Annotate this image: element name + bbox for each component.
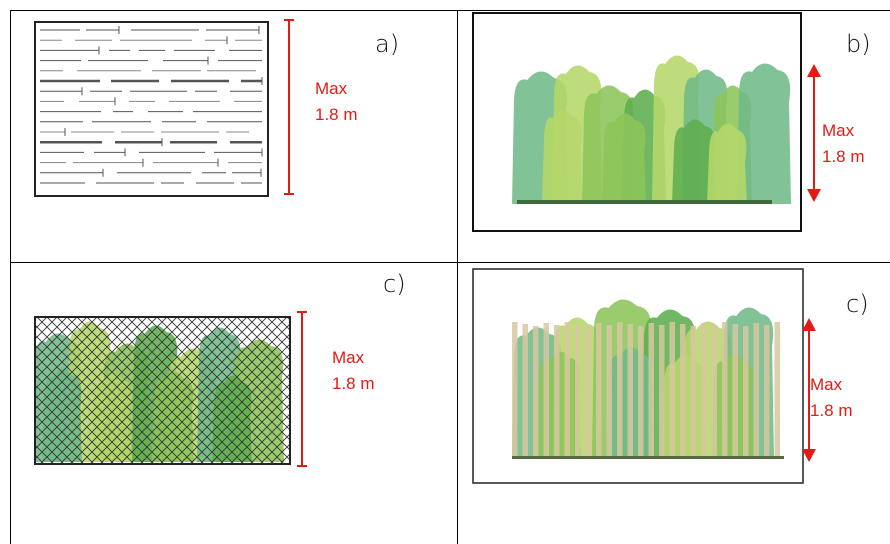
dimension-arrow-b — [807, 64, 821, 202]
dimension-max: Max — [315, 79, 348, 98]
dimension-value: 1.8 m — [822, 147, 865, 166]
table-divider-horizontal — [10, 262, 890, 263]
dimension-text-a: Max 1.8 m — [315, 76, 358, 128]
panel-label-a: a) — [375, 30, 400, 58]
table-border-top — [10, 10, 890, 11]
mesh-hedge-illustration — [34, 316, 291, 465]
dimension-text-c1: Max 1.8 m — [332, 345, 375, 397]
panel-label-c1: c) — [383, 270, 406, 298]
wood-fence-illustration — [34, 21, 269, 197]
dimension-arrow-a — [284, 19, 294, 195]
dimension-value: 1.8 m — [810, 401, 853, 420]
dimension-max: Max — [332, 348, 365, 367]
dimension-arrow-c1 — [297, 311, 307, 467]
panel-label-c2: c) — [846, 290, 869, 318]
dimension-value: 1.8 m — [332, 374, 375, 393]
slat-hedge-illustration — [472, 268, 804, 484]
dimension-max: Max — [822, 121, 855, 140]
dimension-text-b: Max 1.8 m — [822, 118, 865, 170]
panel-label-b: b) — [846, 30, 871, 58]
hedge-illustration — [472, 12, 802, 232]
table-border-left — [10, 10, 11, 544]
dimension-max: Max — [810, 375, 843, 394]
dimension-value: 1.8 m — [315, 105, 358, 124]
dimension-text-c2: Max 1.8 m — [810, 372, 853, 424]
dimension-arrow-c2 — [802, 318, 816, 462]
table-divider-vertical — [457, 10, 458, 544]
